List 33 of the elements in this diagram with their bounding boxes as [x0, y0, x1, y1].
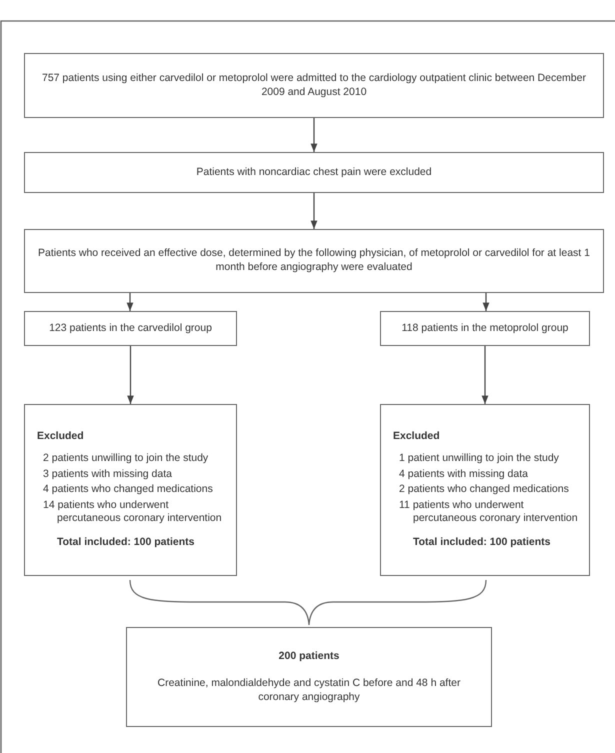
box-text: Patients who received an effective dose, determined by the following physician, of metoprolol or carvedilol for at least 1 month before angiography were evaluated	[37, 247, 591, 275]
total-text: Total included: 100 patients	[56, 536, 196, 550]
process-box	[126, 627, 492, 727]
arrow	[126, 293, 134, 311]
process-box	[380, 404, 590, 576]
list-item: 4 patients with missing data	[398, 468, 529, 482]
box-text: 757 patients using either carvedilol or metoprolol were admitted to the cardiology outpatient clinic between December 2009 and August 2010	[41, 72, 587, 100]
box-text: 118 patients in the metoprolol group	[402, 322, 568, 336]
list-item: 4 patients who changed medications	[42, 483, 214, 497]
process-box	[24, 229, 604, 293]
box-text: 123 patients in the carvedilol group	[49, 322, 212, 336]
total-text: Total included: 100 patients	[412, 536, 552, 550]
box-text: Creatinine, malondialdehyde and cystatin C before and 48 h after coronary angiography	[156, 677, 462, 704]
list-item: 3 patients with missing data	[42, 468, 173, 482]
box-text: Patients with noncardiac chest pain were excluded	[196, 166, 432, 180]
list-item: 2 patients unwilling to join the study	[42, 452, 210, 466]
list-item: 11 patients who underwent percutaneous coronary intervention	[398, 498, 579, 526]
arrow	[482, 293, 490, 311]
process-box	[380, 311, 590, 346]
list-item: 1 patient unwilling to join the study	[398, 452, 560, 466]
heading: Excluded	[37, 430, 85, 444]
process-box	[24, 53, 604, 118]
process-box	[24, 152, 604, 193]
arrow	[127, 346, 134, 404]
heading: Excluded	[393, 430, 441, 444]
list-item: 14 patients who underwent percutaneous coronary intervention	[42, 498, 223, 526]
process-box	[24, 404, 237, 576]
arrow	[482, 346, 488, 404]
heading: 200 patients	[278, 650, 340, 664]
list-item: 2 patients who changed medications	[398, 483, 570, 497]
process-box	[24, 311, 237, 346]
arrow	[310, 118, 318, 152]
arrow	[310, 193, 318, 229]
